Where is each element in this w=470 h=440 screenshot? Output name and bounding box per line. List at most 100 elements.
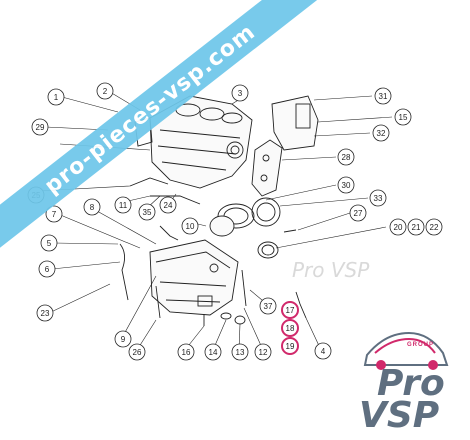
callout-4: 4 (314, 342, 332, 360)
logo-group-text: GROUP (407, 342, 435, 348)
callout-text: 15 (399, 113, 408, 122)
callout-circle (47, 88, 65, 106)
callout-circle (407, 218, 425, 236)
leader-lines (37, 91, 393, 351)
callout-29: 29 (31, 118, 49, 136)
callout-text: 29 (36, 123, 45, 132)
callout-31: 31 (374, 87, 392, 105)
callout-text: 16 (182, 348, 191, 357)
callout-32: 32 (372, 124, 390, 142)
callout-text: 14 (209, 348, 218, 357)
callout-circle (349, 204, 367, 222)
callout-17: 17 (281, 301, 299, 319)
callout-circle (281, 319, 299, 337)
callout-8: 8 (83, 198, 101, 216)
callout-text: 21 (412, 223, 421, 232)
callout-text: 22 (430, 223, 439, 232)
callout-circle (114, 196, 132, 214)
callout-text: 26 (133, 348, 142, 357)
callout-2: 2 (96, 82, 114, 100)
callout-text: 11 (119, 201, 128, 210)
callout-circle (389, 218, 407, 236)
callout-30: 30 (337, 176, 355, 194)
callout-circle (337, 176, 355, 194)
oil-pan (149, 239, 239, 316)
callout-circle (138, 203, 156, 221)
car-silhouette-icon (363, 331, 449, 370)
callout-text: 3 (238, 89, 243, 98)
callout-text: 12 (259, 348, 268, 357)
callout-circle (374, 87, 392, 105)
callout-7: 7 (45, 205, 63, 223)
callout-18: 18 (281, 319, 299, 337)
callout-text: 18 (286, 324, 295, 333)
callout-circle (114, 330, 132, 348)
callout-26: 26 (128, 343, 146, 361)
callout-circle (128, 343, 146, 361)
callout-text: 7 (52, 210, 57, 219)
callout-circle (231, 343, 249, 361)
callout-11: 11 (114, 196, 132, 214)
callout-24: 24 (159, 196, 177, 214)
callout-text: 10 (186, 222, 195, 231)
callout-text: 4 (321, 347, 326, 356)
callout-circle (38, 260, 56, 278)
callout-circle (204, 343, 222, 361)
callout-circle (181, 217, 199, 235)
callout-circle (425, 218, 443, 236)
watermark-mid: Pro VSP (292, 258, 370, 282)
callout-circle (369, 189, 387, 207)
callout-14: 14 (204, 343, 222, 361)
callout-circle (372, 124, 390, 142)
brand-logo: GROUP Pro VSP (355, 325, 460, 436)
callout-1: 1 (47, 88, 65, 106)
callout-33: 33 (369, 189, 387, 207)
callout-text: 33 (374, 194, 383, 203)
logo-vsp-text: VSP (359, 395, 440, 436)
callout-37: 37 (259, 297, 277, 315)
callout-text: 32 (377, 129, 386, 138)
callout-35: 35 (138, 203, 156, 221)
callout-9: 9 (114, 330, 132, 348)
callout-circle (45, 205, 63, 223)
callout-text: 35 (143, 208, 152, 217)
callout-27: 27 (349, 204, 367, 222)
callout-circle (394, 108, 412, 126)
callout-circle (83, 198, 101, 216)
callout-19: 19 (281, 337, 299, 355)
callout-text: 37 (264, 302, 273, 311)
callout-text: 27 (354, 209, 363, 218)
callout-13: 13 (231, 343, 249, 361)
callout-circle (36, 304, 54, 322)
callout-10: 10 (181, 217, 199, 235)
callout-circle (314, 342, 332, 360)
callout-circle (96, 82, 114, 100)
callout-12: 12 (254, 343, 272, 361)
callout-text: 13 (236, 348, 245, 357)
callout-16: 16 (177, 343, 195, 361)
callout-text: 6 (45, 265, 50, 274)
callout-22: 22 (425, 218, 443, 236)
callout-circle (254, 343, 272, 361)
callout-15: 15 (394, 108, 412, 126)
callout-text: 24 (164, 201, 173, 210)
callout-20: 20 (389, 218, 407, 236)
gaskets (209, 197, 281, 237)
callout-circle (40, 234, 58, 252)
callout-circle (159, 196, 177, 214)
callout-text: 17 (286, 306, 295, 315)
callout-circle (177, 343, 195, 361)
oil-filter-housing (271, 95, 319, 151)
callout-circle (281, 337, 299, 355)
callout-5: 5 (40, 234, 58, 252)
callout-circle (281, 301, 299, 319)
callout-circle (31, 118, 49, 136)
callout-text: 9 (121, 335, 126, 344)
callout-text: 5 (47, 239, 52, 248)
callout-text: 2 (103, 87, 108, 96)
callout-text: 8 (90, 203, 95, 212)
callout-circle (337, 148, 355, 166)
crank-seal (257, 241, 279, 259)
